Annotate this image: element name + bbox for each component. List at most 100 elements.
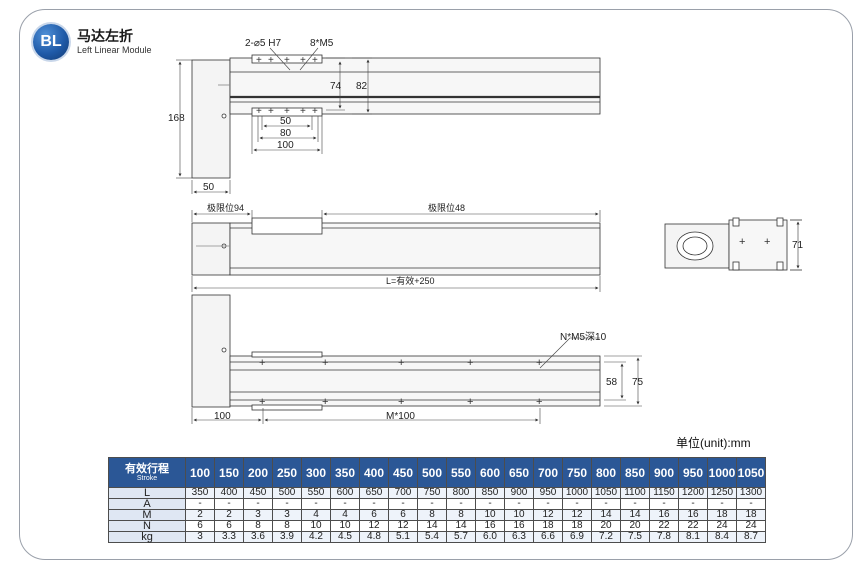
table-cell: 12 [533,509,563,521]
table-cell: - [417,498,447,510]
svg-text:+: + [256,106,262,117]
stroke-value-cell: 550 [446,457,476,488]
stroke-value-cell: 150 [214,457,244,488]
svg-text:+: + [300,55,306,66]
table-cell: 1050 [591,487,621,499]
svg-text:+: + [322,396,328,408]
table-cell: 600 [330,487,360,499]
table-cell: - [214,498,244,510]
table-cell: 18 [707,509,737,521]
table-cell: 10 [475,509,505,521]
top-view-screws: ++ ++ + ++ ++ + [256,55,318,117]
table-cell: 2 [214,509,244,521]
carriage-top [251,54,323,64]
end-view-screws: + + [739,236,770,248]
stroke-value-cell: 1000 [707,457,737,488]
dim-50-width: 50 [203,182,215,193]
stroke-value-cell: 100 [185,457,215,488]
svg-text:+: + [259,357,265,369]
table-cell: 3.9 [272,531,302,543]
table-cell: - [301,498,331,510]
table-cell: 6.9 [562,531,592,543]
table-cell: 16 [475,520,505,532]
table-cell: 7.8 [649,531,679,543]
table-cell: 3.3 [214,531,244,543]
table-cell: 1300 [736,487,766,499]
rail-body-bottom [229,355,601,407]
table-cell: - [388,498,418,510]
svg-text:+: + [259,396,265,408]
svg-text:+: + [300,106,306,117]
stroke-value-cell: 800 [591,457,621,488]
table-cell: 6.6 [533,531,563,543]
table-cell: 550 [301,487,331,499]
top-view-labels: 2-⌀5 H7 8*M5 74 82 168 50 80 100 50 [168,38,368,193]
table-cell: 20 [620,520,650,532]
table-cell: 12 [359,520,389,532]
table-cell: 1150 [649,487,679,499]
table-cell: 8.1 [678,531,708,543]
bottom-view-screws: +++ ++ +++ ++ [259,357,542,408]
table-cell: - [446,498,476,510]
limit-right-label: 极限位48 [428,202,465,213]
svg-text:+: + [322,357,328,369]
svg-text:+: + [739,236,745,248]
row-label: M [108,509,186,521]
table-cell: 8.7 [736,531,766,543]
dim-75: 75 [632,377,644,388]
table-cell: 6.3 [504,531,534,543]
table-cell: 4.2 [301,531,331,543]
table-cell: - [591,498,621,510]
top-view [191,54,601,179]
stroke-value-cell: 650 [504,457,534,488]
carriage-side [251,217,323,235]
svg-text:+: + [256,55,262,66]
table-cell: 450 [243,487,273,499]
table-cell: 3 [185,531,215,543]
table-cell: - [330,498,360,510]
motor-block-top [191,59,231,179]
table-cell: 16 [678,509,708,521]
stroke-value-cell: 500 [417,457,447,488]
brand-title-en: Left Linear Module [77,45,152,55]
row-label: N [108,520,186,532]
table-cell: 24 [736,520,766,532]
dim-50-pitch: 50 [280,116,292,127]
table-cell: 16 [504,520,534,532]
table-cell: 800 [446,487,476,499]
table-cell: 1200 [678,487,708,499]
table-cell: - [504,498,534,510]
table-cell: 10 [301,520,331,532]
table-cell: 12 [388,520,418,532]
drawing-frame [19,9,853,560]
holes-label-top: 2-⌀5 H7 [245,38,281,49]
table-cell: 5.7 [446,531,476,543]
table-cell: 14 [446,520,476,532]
svg-text:+: + [467,357,473,369]
table-cell: 8 [417,509,447,521]
svg-text:+: + [268,55,274,66]
stroke-value-cell: 700 [533,457,563,488]
table-cell: 850 [475,487,505,499]
table-cell: - [707,498,737,510]
table-cell: 14 [620,509,650,521]
table-cell: 8 [243,520,273,532]
dim-58: 58 [606,377,618,388]
svg-text:+: + [398,396,404,408]
bottom-holes-label: N*M5深10 [560,331,607,343]
table-cell: 3 [243,509,273,521]
table-cell: 750 [417,487,447,499]
stroke-header-label: 有效行程 [125,462,169,475]
table-cell: 8.4 [707,531,737,543]
bottom-view-dimension-lines [191,337,642,424]
dim-82: 82 [356,81,368,92]
table-cell: 4 [330,509,360,521]
motor-block-side [191,222,231,276]
table-cell: 22 [649,520,679,532]
table-cell: 8 [446,509,476,521]
top-view-dimension-lines [176,47,372,194]
end-view [664,217,802,271]
table-cell: 4 [301,509,331,521]
